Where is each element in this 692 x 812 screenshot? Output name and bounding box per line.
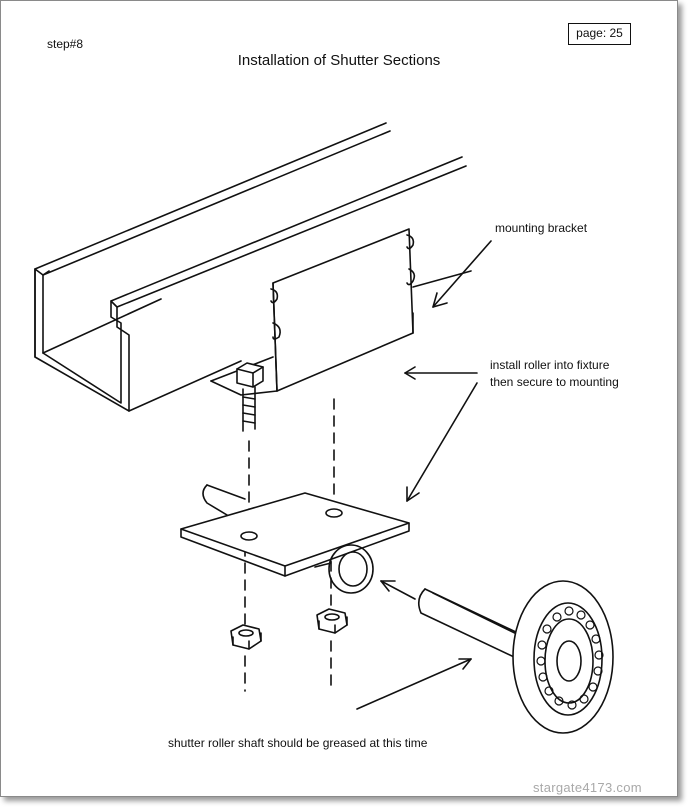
arrow-mounting-bracket xyxy=(432,240,492,308)
c-channel-track xyxy=(34,122,467,412)
manual-page: step#8 Installation of Shutter Sections … xyxy=(0,0,678,797)
arrow-install-fixture xyxy=(406,382,478,502)
nut-left xyxy=(230,624,262,650)
watermark: stargate4173.com xyxy=(533,780,642,795)
label-mounting-bracket: mounting bracket xyxy=(495,221,588,235)
step-number: step#8 xyxy=(47,37,84,51)
arrow-roller-insert xyxy=(380,580,416,600)
label-install-line2: then secure to mounting xyxy=(490,375,619,389)
label-grease-note: shutter roller shaft should be greased a… xyxy=(168,736,428,750)
label-install-roller: install roller into fixture then secure … xyxy=(490,357,619,391)
installation-diagram xyxy=(34,122,614,734)
roller-fixture xyxy=(180,484,410,594)
page-title: Installation of Shutter Sections xyxy=(237,52,441,69)
nut-right xyxy=(316,608,348,634)
arrow-install-bracket xyxy=(404,366,478,380)
shutter-roller xyxy=(417,580,614,734)
page-number-box: page: 25 xyxy=(568,23,631,45)
arrow-grease-shaft xyxy=(356,658,472,710)
alignment-lines xyxy=(244,398,335,692)
label-install-line1: install roller into fixture xyxy=(490,358,610,372)
mounting-bracket xyxy=(210,228,472,396)
bolt xyxy=(236,362,264,432)
